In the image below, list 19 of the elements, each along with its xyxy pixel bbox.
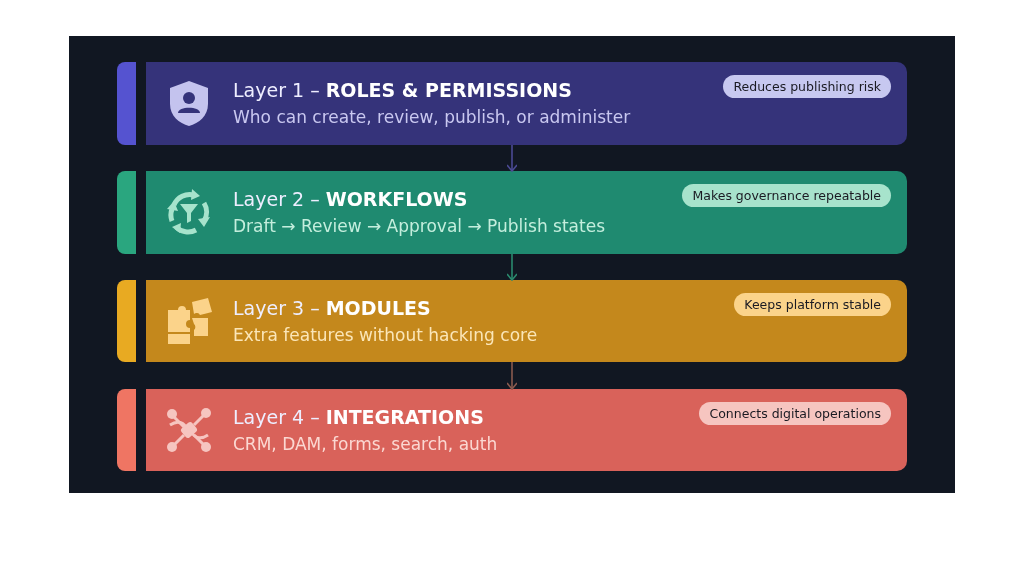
- layer-title: Layer 4 – INTEGRATIONS: [233, 406, 484, 428]
- layer-box: [146, 389, 907, 471]
- benefit-badge: Reduces publishing risk: [723, 75, 891, 98]
- layer-title: Layer 1 – ROLES & PERMISSIONS: [233, 79, 572, 101]
- layer-description: CRM, DAM, forms, search, auth: [233, 434, 498, 454]
- benefit-badge: Keeps platform stable: [734, 293, 891, 316]
- layer-description: Extra features without hacking core: [233, 325, 538, 345]
- layer-box: [146, 280, 907, 362]
- layer-box: [146, 171, 907, 254]
- arrow: [506, 144, 518, 172]
- benefit-badge: Makes governance repeatable: [682, 184, 891, 207]
- arrow: [506, 253, 518, 281]
- layer-description: Draft → Review → Approval → Publish states: [233, 216, 605, 236]
- layer-title: Layer 2 – WORKFLOWS: [233, 188, 468, 210]
- benefit-badge: Connects digital operations: [699, 402, 891, 425]
- layer-description: Who can create, review, publish, or administer: [233, 107, 631, 127]
- layer-title: Layer 3 – MODULES: [233, 297, 431, 319]
- layer-box: [146, 62, 907, 145]
- arrow: [506, 361, 518, 390]
